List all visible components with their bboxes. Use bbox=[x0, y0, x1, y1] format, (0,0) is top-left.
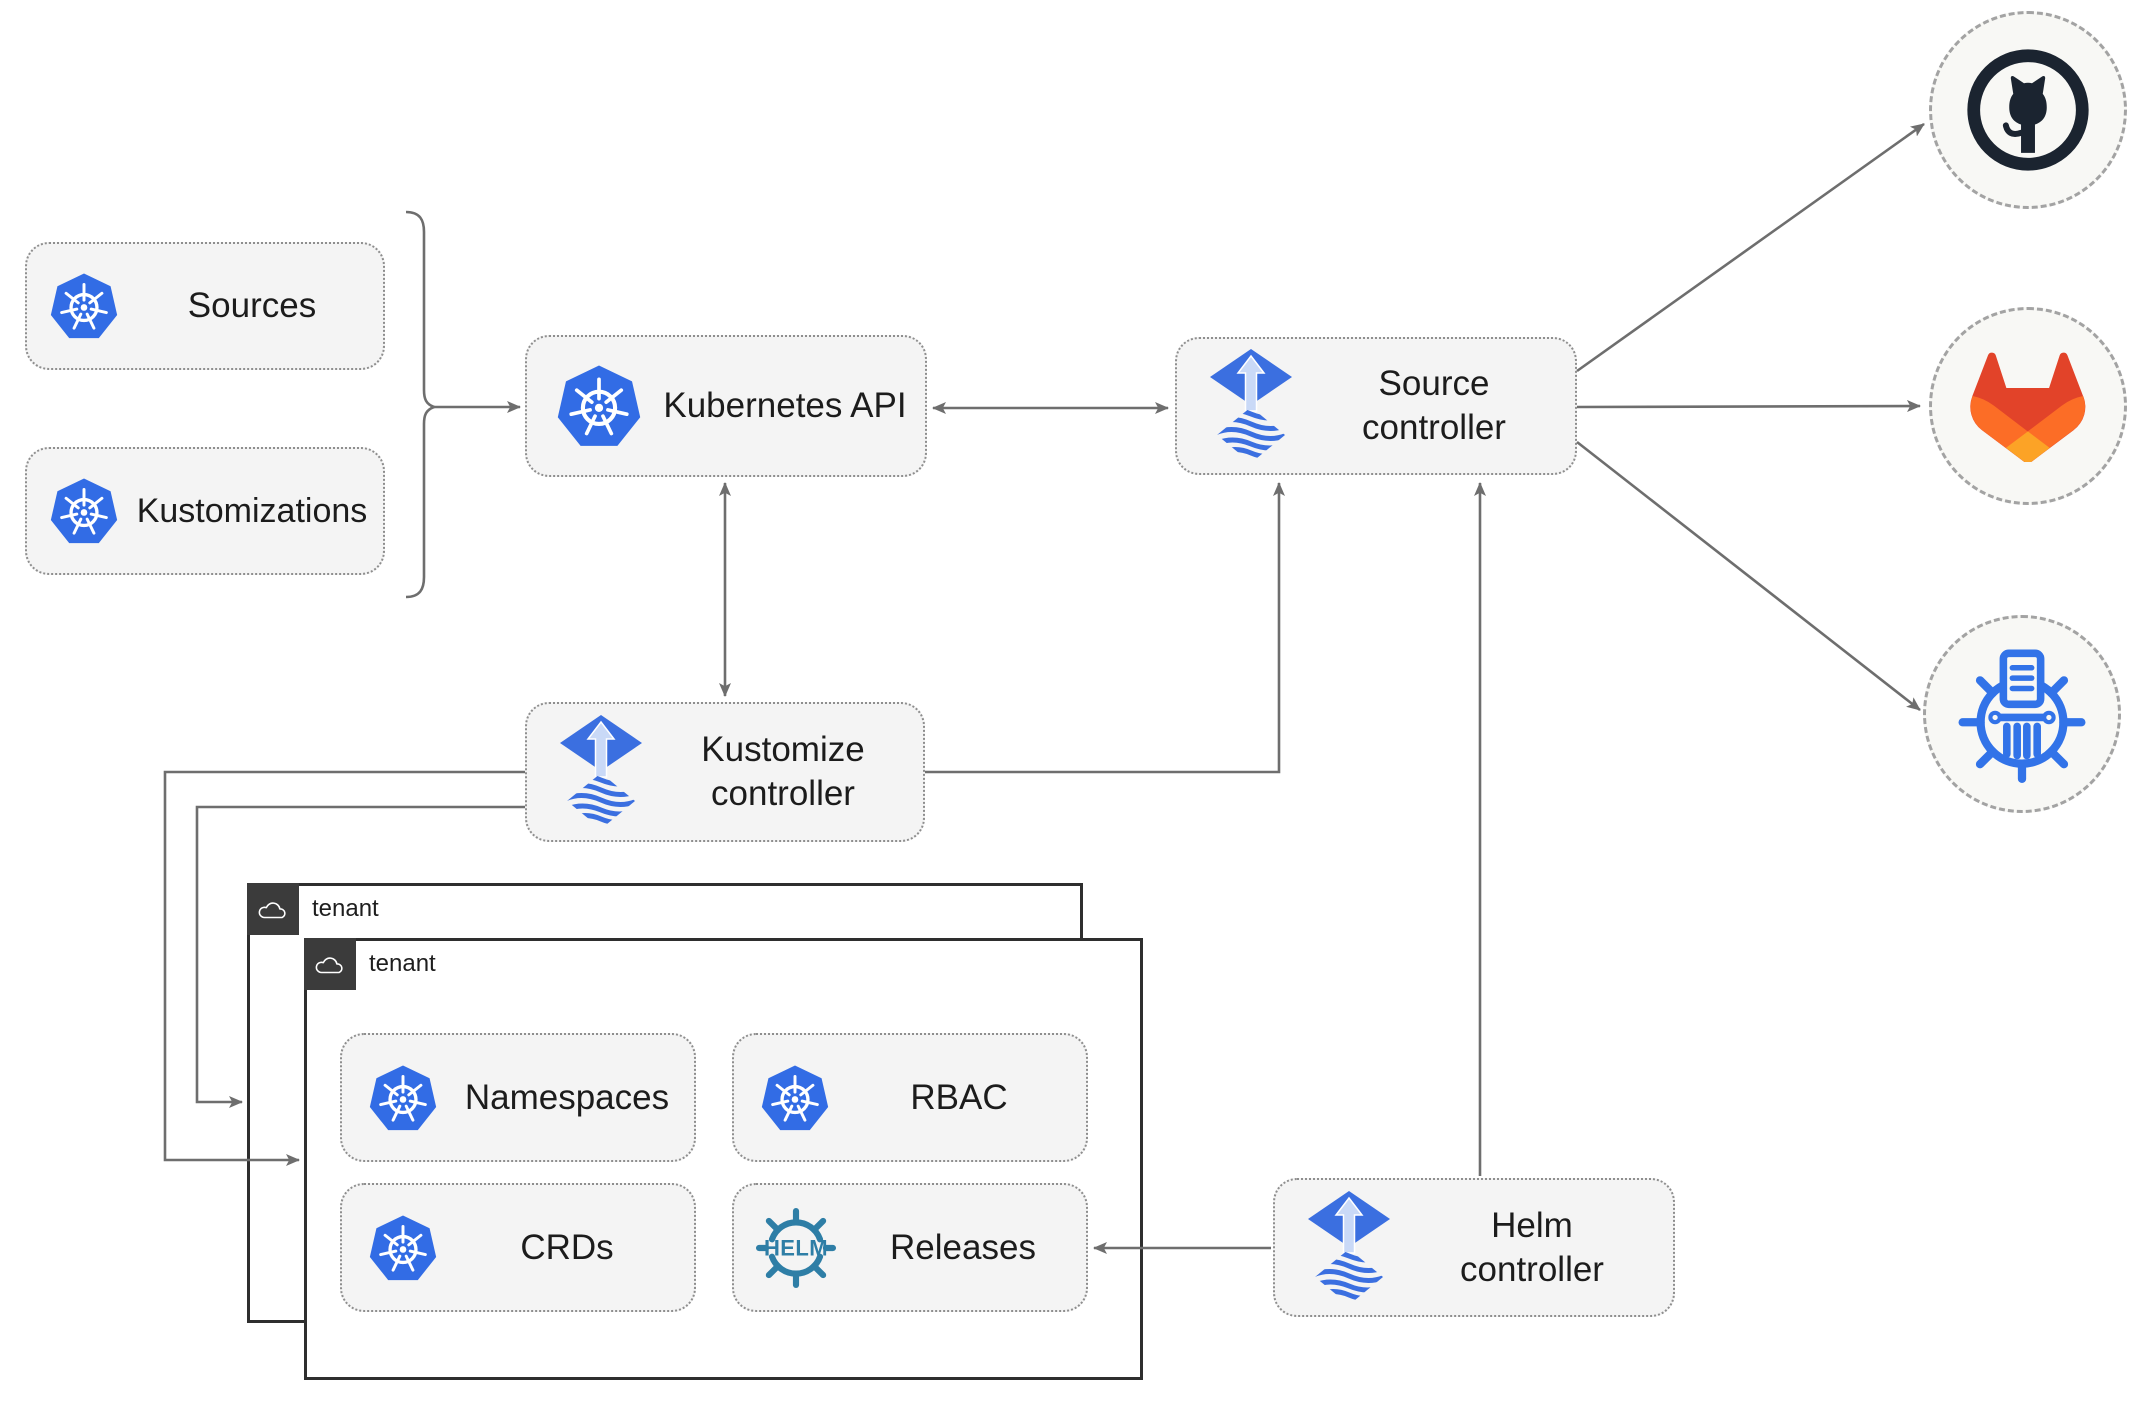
kustomize-controller-label: Kustomize controller bbox=[701, 730, 865, 813]
node-rbac: RBAC bbox=[732, 1033, 1088, 1162]
source-controller-label: Source controller bbox=[1362, 364, 1506, 447]
helm-wheel-icon: HELM bbox=[755, 1207, 837, 1288]
github-icon bbox=[1967, 49, 2089, 171]
remote-gitlab bbox=[1929, 307, 2127, 505]
kubernetes-icon bbox=[47, 269, 121, 343]
flux-icon bbox=[1209, 349, 1293, 463]
helm-controller-label: Helm controller bbox=[1460, 1205, 1604, 1289]
tenant-front-label: tenant bbox=[369, 950, 436, 977]
tenant-box-front: tenant Namespaces RBAC CRDs bbox=[304, 938, 1143, 1380]
kubernetes-icon bbox=[758, 1061, 832, 1135]
node-releases: HELM Releases bbox=[732, 1183, 1088, 1312]
tenant-back-header bbox=[247, 883, 299, 935]
remote-helm-repository bbox=[1923, 615, 2121, 813]
flux-icon bbox=[1307, 1191, 1391, 1305]
rbac-label: RBAC bbox=[910, 1077, 1008, 1117]
edge-kustomize-to-source-controller bbox=[925, 482, 1285, 774]
node-helm-controller: Helm controller bbox=[1273, 1178, 1675, 1317]
edge-group-brace bbox=[405, 210, 438, 599]
node-kubernetes-api: Kubernetes API bbox=[525, 335, 927, 477]
remote-github bbox=[1929, 11, 2127, 209]
node-sources: Sources bbox=[25, 242, 385, 370]
node-crds: CRDs bbox=[340, 1183, 696, 1312]
kubernetes-icon bbox=[366, 1211, 440, 1285]
edge-source-to-gitlab bbox=[1576, 400, 1921, 413]
kubernetes-icon bbox=[366, 1061, 440, 1135]
tenant-back-label: tenant bbox=[312, 895, 379, 922]
kubernetes-api-label: Kubernetes API bbox=[663, 386, 907, 425]
node-source-controller: Source controller bbox=[1175, 337, 1577, 475]
sources-label: Sources bbox=[187, 286, 317, 325]
helm-logo-text: HELM bbox=[764, 1235, 828, 1260]
releases-label: Releases bbox=[890, 1227, 1036, 1267]
cloud-icon bbox=[313, 952, 347, 976]
node-namespaces: Namespaces bbox=[340, 1033, 696, 1162]
cloud-icon bbox=[256, 897, 290, 921]
kubernetes-icon bbox=[47, 474, 121, 548]
kustomizations-label: Kustomizations bbox=[136, 491, 368, 530]
flux-icon bbox=[559, 715, 643, 829]
chartmuseum-icon bbox=[1958, 649, 2086, 783]
kubernetes-icon bbox=[553, 360, 645, 452]
namespaces-label: Namespaces bbox=[464, 1077, 670, 1117]
node-kustomize-controller: Kustomize controller bbox=[525, 702, 925, 842]
gitlab-icon bbox=[1970, 352, 2086, 462]
crds-label: CRDs bbox=[520, 1227, 614, 1267]
edge-source-to-helm-repository bbox=[1576, 440, 1921, 712]
edge-source-to-github bbox=[1576, 122, 1925, 373]
tenant-front-header bbox=[304, 938, 356, 990]
node-kustomizations: Kustomizations bbox=[25, 447, 385, 575]
